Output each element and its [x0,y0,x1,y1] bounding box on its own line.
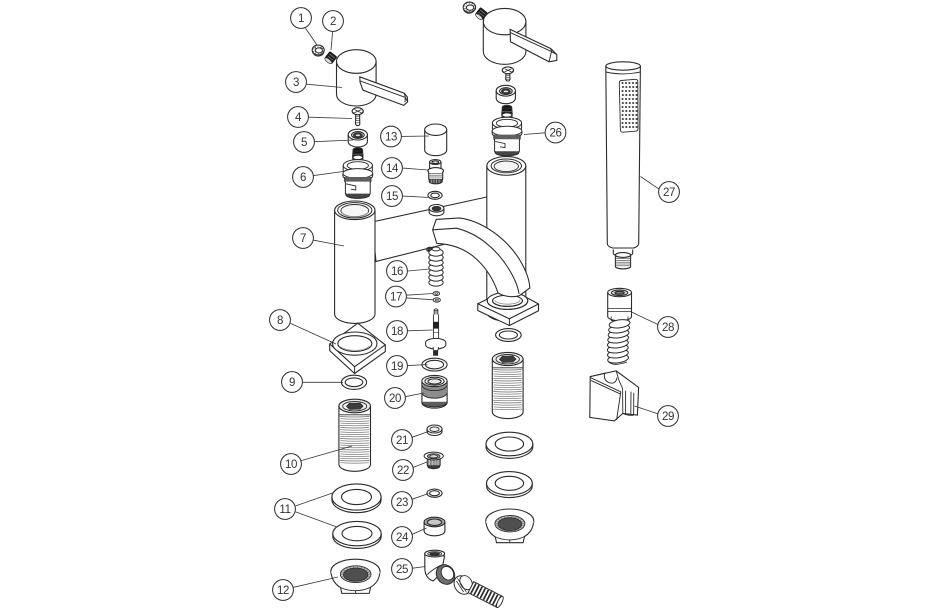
svg-text:15: 15 [386,191,398,203]
svg-text:20: 20 [389,393,401,405]
svg-text:16: 16 [391,266,403,278]
svg-text:13: 13 [385,132,397,144]
svg-text:24: 24 [396,532,409,544]
svg-text:17: 17 [390,292,402,304]
svg-text:27: 27 [663,187,675,199]
svg-text:10: 10 [285,459,297,471]
svg-text:7: 7 [300,233,306,245]
svg-text:11: 11 [279,504,290,516]
svg-text:14: 14 [386,163,399,175]
svg-text:22: 22 [397,465,409,477]
svg-text:5: 5 [301,137,307,149]
svg-text:23: 23 [396,497,408,509]
svg-text:1: 1 [298,13,304,25]
svg-text:6: 6 [300,172,306,184]
svg-text:26: 26 [550,128,562,140]
svg-text:25: 25 [396,564,408,576]
svg-text:4: 4 [295,112,302,124]
svg-text:28: 28 [662,322,674,334]
svg-text:3: 3 [293,77,299,89]
svg-text:8: 8 [277,315,283,327]
svg-text:18: 18 [391,326,403,338]
svg-text:19: 19 [391,361,403,373]
svg-text:12: 12 [277,585,289,597]
svg-text:2: 2 [330,16,336,28]
svg-text:9: 9 [289,377,295,389]
svg-text:21: 21 [396,435,408,447]
svg-text:29: 29 [662,411,674,423]
